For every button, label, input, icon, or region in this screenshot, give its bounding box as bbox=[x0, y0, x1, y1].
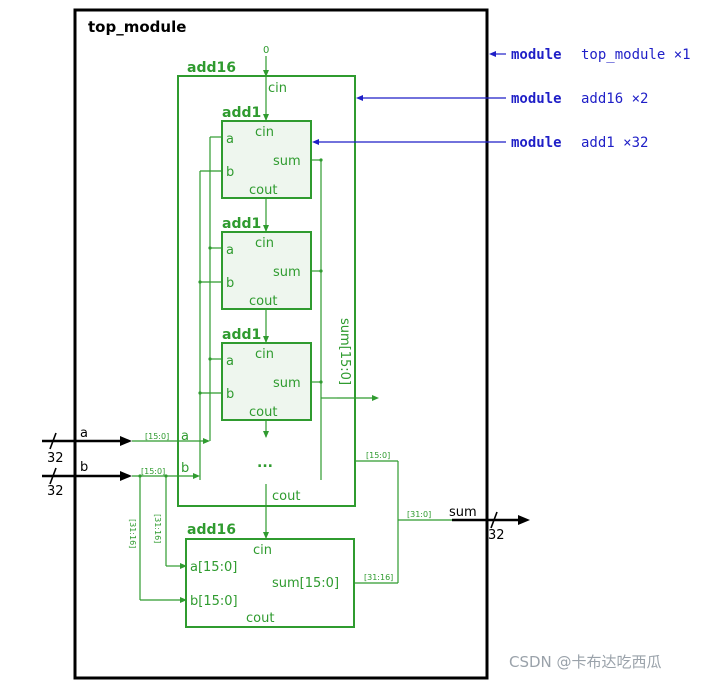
add1-3-sum: sum bbox=[273, 376, 301, 391]
a-tap-3 bbox=[208, 357, 212, 361]
add1-3-box bbox=[221, 342, 312, 421]
add1-sum-wires bbox=[311, 159, 376, 480]
constant-zero: 0 bbox=[263, 45, 269, 56]
add1-1-label: add1 bbox=[222, 105, 261, 121]
add1-3-b: b bbox=[226, 387, 234, 402]
output-sum-wire bbox=[452, 511, 530, 529]
add1-2-sum: sum bbox=[273, 265, 301, 280]
add16-lower-cin: cin bbox=[253, 543, 272, 558]
add16-lower-a: a[15:0] bbox=[190, 560, 237, 575]
a-low-arrow bbox=[203, 438, 210, 444]
add1-3-cin: cin bbox=[255, 347, 274, 362]
add1-3-cout: cout bbox=[249, 405, 277, 420]
sum-low-slice: [15:0] bbox=[366, 451, 390, 460]
sum-high-slice: [31:16] bbox=[364, 573, 393, 582]
legend-arrow-1 bbox=[489, 51, 496, 57]
legend-3-keyword: module bbox=[511, 135, 562, 151]
add1-3-label: add1 bbox=[222, 327, 261, 343]
add16-upper-label: add16 bbox=[187, 60, 236, 76]
add1-1-cin: cin bbox=[255, 125, 274, 140]
add1-2-cout: cout bbox=[249, 294, 277, 309]
input-b-wire bbox=[42, 467, 132, 485]
legend-3-text: add1 ×32 bbox=[581, 135, 648, 151]
a-slice-low: [15:0] bbox=[145, 432, 169, 441]
sum-bus-arrow bbox=[372, 395, 379, 401]
legend-2-text: add16 ×2 bbox=[581, 91, 648, 107]
add1-2-a: a bbox=[226, 243, 234, 258]
a-tap-2 bbox=[208, 246, 212, 250]
add1-2-b: b bbox=[226, 276, 234, 291]
b-high-arrow bbox=[180, 597, 187, 603]
input-b-name: b bbox=[80, 460, 88, 475]
carry-arrow-1-2 bbox=[263, 225, 269, 232]
add1-2-label: add1 bbox=[222, 216, 261, 232]
sum-tap-3 bbox=[319, 380, 323, 384]
add1-ab-wires bbox=[199, 136, 222, 480]
zero-arrow bbox=[263, 70, 269, 77]
b-slice-low: [15:0] bbox=[141, 467, 165, 476]
legend-2-keyword: module bbox=[511, 91, 562, 107]
a-high-arrow bbox=[180, 563, 187, 569]
add1-1-b: b bbox=[226, 165, 234, 180]
sum-merge-wires bbox=[354, 460, 470, 584]
top-module-label: top_module bbox=[88, 18, 186, 36]
add16-upper-a: a bbox=[181, 429, 189, 444]
legend-arrow-3 bbox=[312, 139, 319, 145]
add1-3-a: a bbox=[226, 354, 234, 369]
carry-arrow-3-dots bbox=[263, 431, 269, 438]
carry-arrow-2-3 bbox=[263, 336, 269, 343]
b-low-arrow bbox=[193, 473, 200, 479]
add1-1-sum: sum bbox=[273, 154, 301, 169]
add16-lower-cout: cout bbox=[246, 611, 274, 626]
add16-upper-cin: cin bbox=[268, 81, 287, 96]
b-tap-2 bbox=[198, 280, 202, 284]
b-high-tap bbox=[138, 474, 142, 478]
output-sum-width: 32 bbox=[488, 528, 505, 543]
add16-upper-b: b bbox=[181, 461, 189, 476]
ab-high-wires bbox=[139, 476, 180, 601]
sum-tap-1 bbox=[319, 158, 323, 162]
b-tap-3 bbox=[198, 391, 202, 395]
input-a-wire bbox=[42, 432, 132, 450]
add1-2-cin: cin bbox=[255, 236, 274, 251]
legend-1-keyword: module bbox=[511, 47, 562, 63]
legend-arrow-2 bbox=[356, 95, 363, 101]
legend-1-text: top_module ×1 bbox=[581, 47, 691, 63]
add16-lower-sum: sum[15:0] bbox=[272, 576, 339, 591]
top-module-box bbox=[73, 8, 489, 680]
sum-bus-slice: [31:0] bbox=[407, 510, 431, 519]
legend-pointers bbox=[316, 53, 506, 143]
cin-arrow-1 bbox=[263, 114, 269, 121]
b-slice-high: [31:16] bbox=[128, 519, 137, 548]
a-high-tap bbox=[164, 474, 168, 478]
add16-upper-ellipsis: ... bbox=[257, 455, 273, 471]
output-sum-name: sum bbox=[449, 505, 477, 520]
add16-lower-label: add16 bbox=[187, 522, 236, 538]
input-b-width: 32 bbox=[47, 484, 64, 499]
add1-1-cout: cout bbox=[249, 183, 277, 198]
add16-upper-sum-bus: sum[15:0] bbox=[337, 318, 352, 385]
add16-upper-cout: cout bbox=[272, 489, 300, 504]
input-a-name: a bbox=[80, 426, 88, 441]
add1-2-box bbox=[221, 231, 312, 310]
watermark: CSDN @卡布达吃西瓜 bbox=[509, 653, 662, 671]
add1-1-a: a bbox=[226, 132, 234, 147]
sum-tap-2 bbox=[319, 269, 323, 273]
add16-cout-arrow bbox=[263, 532, 269, 539]
add16-lower-b: b[15:0] bbox=[190, 594, 238, 609]
a-slice-high: [31:16] bbox=[153, 514, 162, 543]
input-a-width: 32 bbox=[47, 451, 64, 466]
